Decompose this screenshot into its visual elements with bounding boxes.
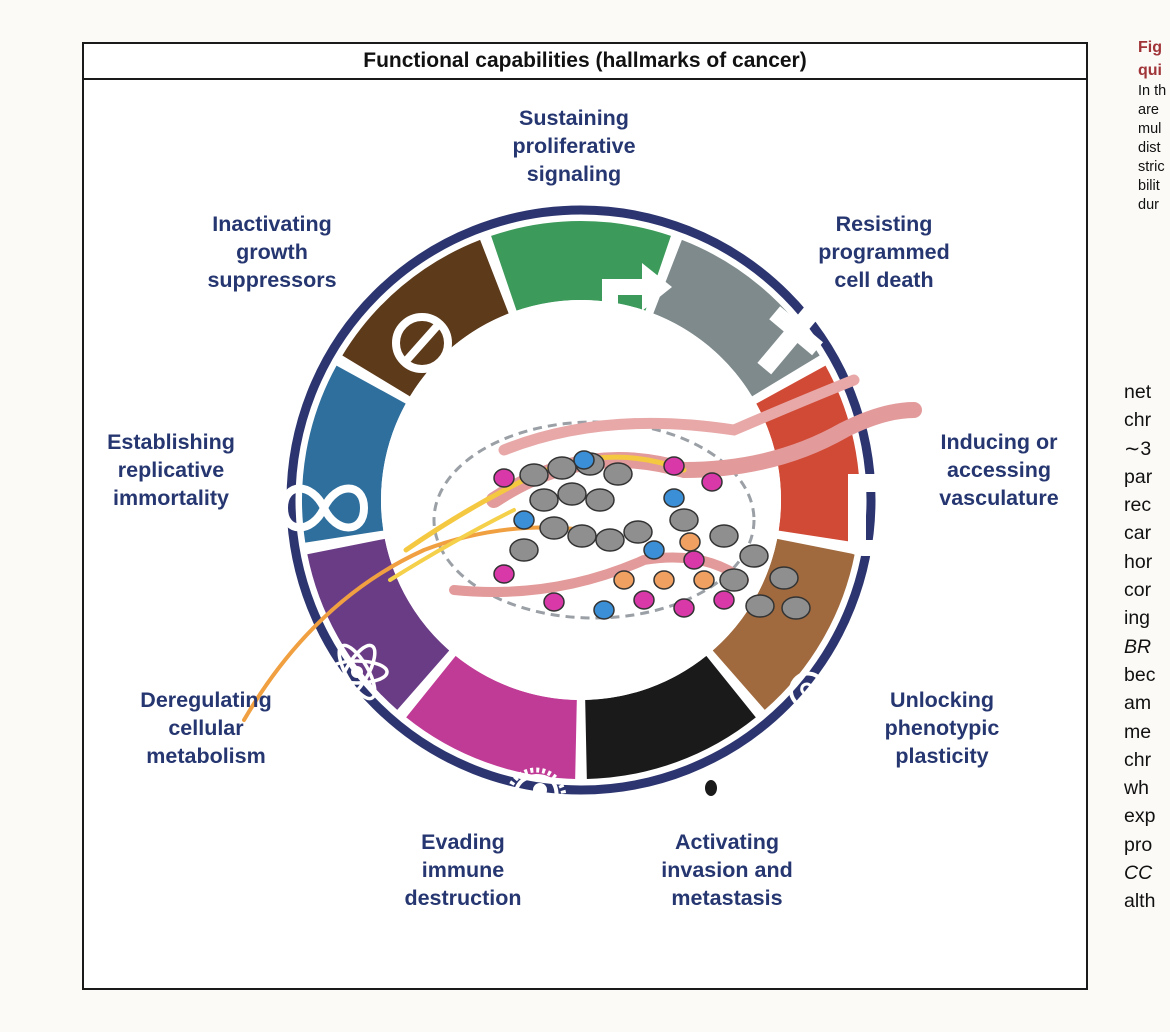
tumor-cell (663, 488, 685, 508)
tumor-cell (633, 590, 655, 610)
tumor-cell (539, 516, 569, 540)
key-icon (789, 671, 865, 755)
tumor-cell (673, 598, 695, 618)
tumor-cell (595, 528, 625, 552)
blood-vessel-branch (498, 374, 860, 456)
arrow-icon (602, 263, 672, 323)
body-text-line: bec (1124, 663, 1156, 686)
hallmark-label: Resisting programmed cell death (818, 212, 950, 292)
body-text-line: me (1124, 720, 1152, 743)
tumor-cells (493, 450, 811, 620)
body-text-line: pro (1124, 833, 1153, 856)
tumor-cell (509, 538, 539, 562)
tumor-cell (719, 568, 749, 592)
body-text-line: hor (1124, 550, 1153, 573)
caption-title-line: qui (1138, 62, 1162, 79)
caption-line: dist (1138, 140, 1161, 156)
infinity-icon (279, 484, 369, 532)
tumor-cell (623, 520, 653, 544)
vessel-icon (848, 474, 910, 556)
hallmark-segment (406, 655, 577, 779)
figure-panel: Functional capabilities (hallmarks of ca… (82, 42, 1088, 990)
tumor-cell (739, 544, 769, 568)
body-text-line: par (1124, 465, 1153, 488)
body-text-line: am (1124, 692, 1152, 715)
tumor-cell (643, 540, 665, 560)
body-text-line: ing (1124, 607, 1151, 630)
caption-title-line: Fig (1138, 39, 1162, 56)
tumor-cell (493, 468, 515, 488)
caption-line: In th (1138, 83, 1167, 99)
tumor-cell (493, 564, 515, 584)
hallmark-segment (712, 538, 855, 710)
tumor-cell (683, 550, 705, 570)
tumor-cell (557, 482, 587, 506)
tumor-cell (613, 570, 635, 590)
body-text-line: car (1124, 522, 1152, 545)
hallmark-segment (585, 655, 756, 779)
body-text-line: ∼3 (1124, 437, 1152, 460)
tumor-cell (713, 590, 735, 610)
tumor-cell (693, 570, 715, 590)
tumor-cell (653, 570, 675, 590)
body-text-line: CC (1124, 862, 1153, 885)
tumor-cell (663, 456, 685, 476)
caption-line: bilit (1138, 178, 1160, 194)
body-text-line: rec (1124, 494, 1152, 517)
hallmark-label: Sustaining proliferative signaling (512, 106, 636, 186)
body-text-line: net (1124, 381, 1152, 403)
tumor-cell (567, 524, 597, 548)
tumor-cell (573, 450, 595, 470)
tumor-cell (519, 463, 549, 487)
invasive-cell-icon (693, 766, 729, 826)
nerve-fiber-yellow (388, 508, 516, 582)
tumor-cell (593, 600, 615, 620)
hallmark-label: Establishing replicative immortality (107, 430, 235, 510)
tumor-cell (701, 472, 723, 492)
tumor-cell (669, 508, 699, 532)
tumor-cell (513, 510, 535, 530)
immune-cell-icon (505, 767, 567, 829)
caption-line: mul (1138, 121, 1162, 137)
tumor-cell (745, 594, 775, 618)
caption-line: stric (1138, 159, 1165, 175)
hallmark-label: Inactivating growth suppressors (207, 212, 337, 292)
body-text-line: exp (1124, 805, 1156, 828)
figure-title: Functional capabilities (hallmarks of ca… (84, 44, 1086, 80)
hallmarks-wheel (242, 205, 922, 829)
body-text-line: cor (1124, 579, 1152, 602)
tumor-cell (679, 532, 701, 552)
atom-icon (325, 643, 389, 701)
caption-line: dur (1138, 197, 1159, 213)
no-entry-icon (392, 313, 452, 373)
body-text-line: alth (1124, 890, 1156, 913)
cross-icon (757, 301, 824, 375)
hallmark-label: Deregulating cellular metabolism (140, 688, 272, 768)
body-text-line: chr (1124, 409, 1152, 432)
hallmark-segment (307, 538, 450, 710)
tumor-cell (543, 592, 565, 612)
hallmark-label: Unlocking phenotypic plasticity (884, 688, 1000, 768)
body-text-line: wh (1124, 777, 1149, 800)
tumor-cell (547, 456, 577, 480)
tumor-cell (709, 524, 739, 548)
blood-vessel-lower (449, 552, 749, 597)
tumor-cell (769, 566, 799, 590)
tumor-cell (585, 488, 615, 512)
outer-ring (286, 205, 876, 795)
tumor-cell (529, 488, 559, 512)
tumor-microenvironment-illustration (242, 374, 922, 722)
hallmark-label: Activating invasion and metastasis (661, 830, 793, 910)
body-text-line: BR (1124, 635, 1152, 658)
caption-line: are (1138, 102, 1159, 118)
tumor-cell (603, 462, 633, 486)
figure-caption-fragment: Fig qui In th are mul dist stric bilit d… (1138, 36, 1170, 215)
tumor-cell (781, 596, 811, 620)
hallmark-label: Inducing or accessing vasculature (939, 430, 1059, 510)
body-text-line: chr (1124, 748, 1152, 771)
hallmark-label: Evading immune destruction (404, 830, 522, 910)
